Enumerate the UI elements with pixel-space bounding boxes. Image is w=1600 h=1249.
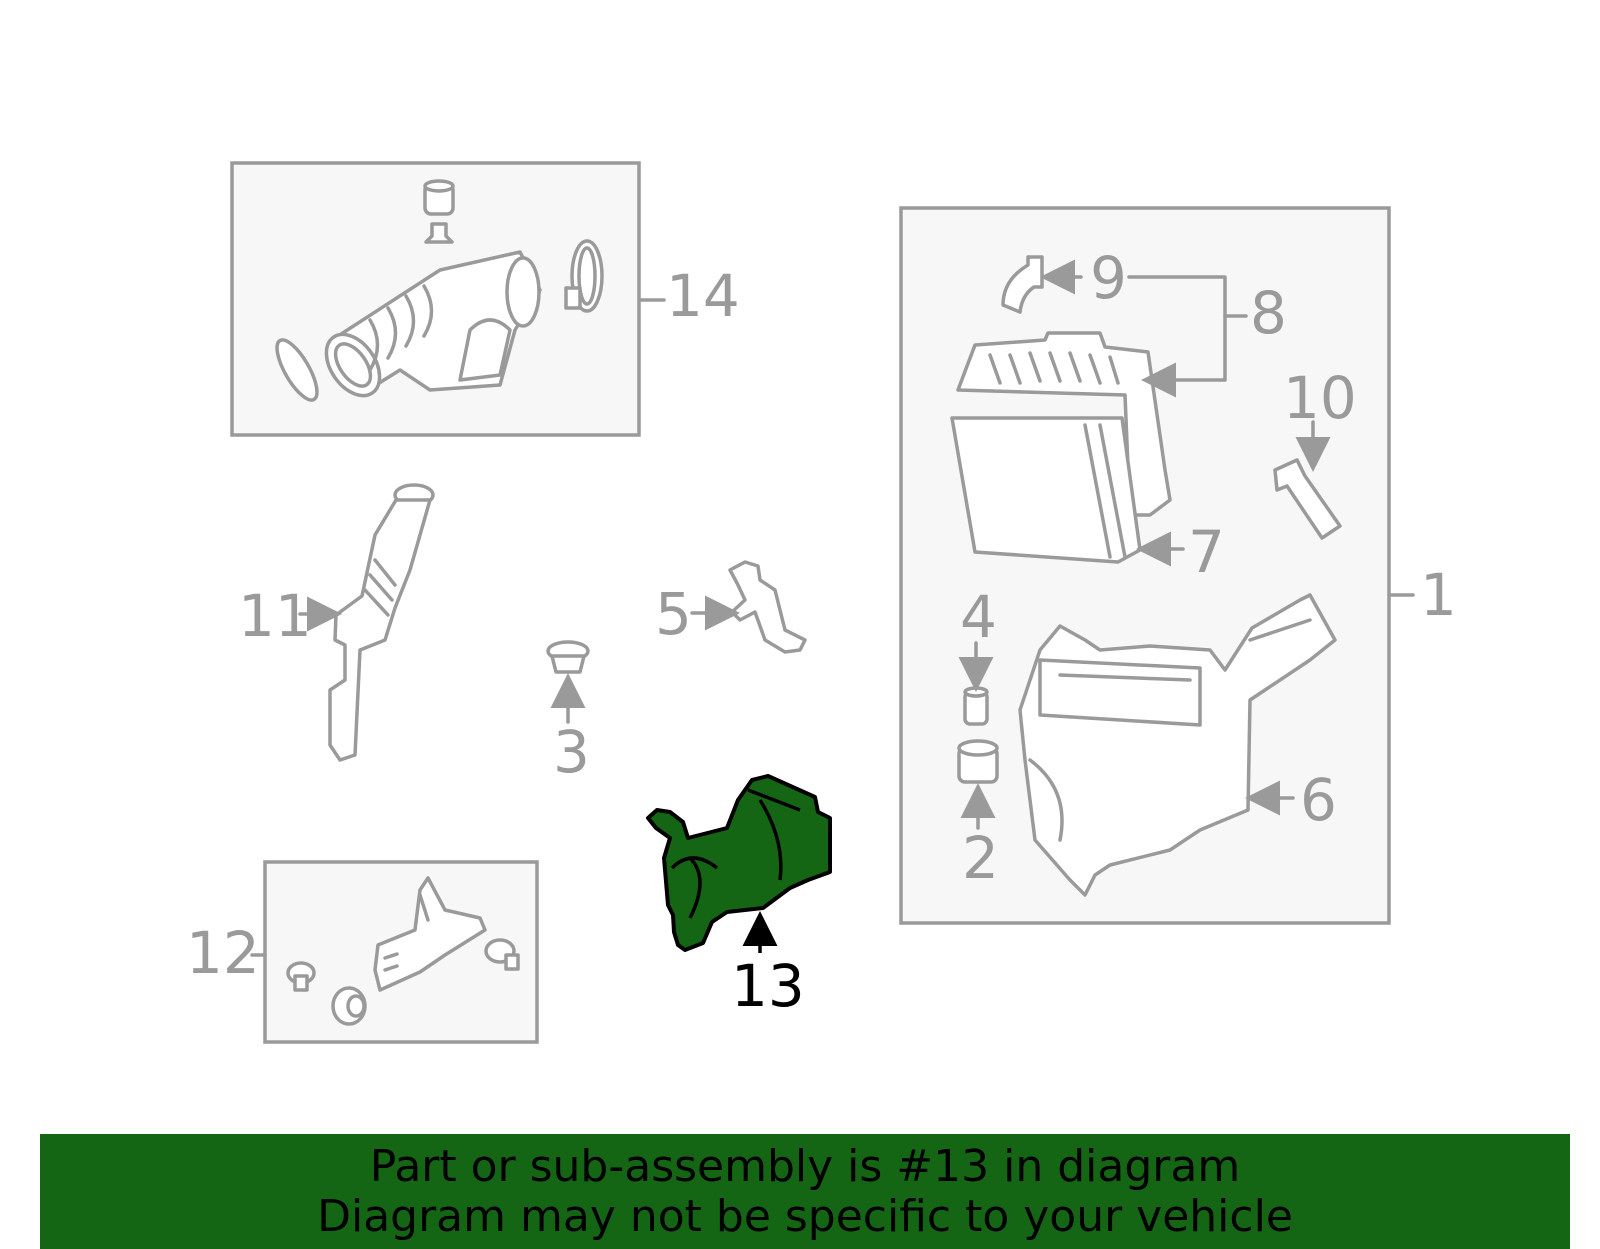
grommet-illustration xyxy=(546,640,590,674)
callout-8: 8 xyxy=(1250,279,1287,347)
callout-9: 9 xyxy=(1090,244,1127,312)
callout-10: 10 xyxy=(1283,364,1357,432)
callout-4: 4 xyxy=(960,583,997,651)
callout-1: 1 xyxy=(1420,561,1457,629)
callout-5: 5 xyxy=(655,580,692,648)
banner-line-2: Diagram may not be specific to your vehi… xyxy=(317,1190,1293,1242)
callout-2: 2 xyxy=(962,824,999,892)
bracket-kit-illustration xyxy=(286,876,520,1026)
callout-7: 7 xyxy=(1188,518,1225,586)
intake-hose-illustration xyxy=(275,179,604,402)
banner-line-1: Part or sub-assembly is #13 in diagram xyxy=(369,1140,1241,1192)
callout-3: 3 xyxy=(553,718,590,786)
callout-12: 12 xyxy=(186,919,260,987)
resonator-illustration xyxy=(328,483,435,762)
air-cleaner-illustration xyxy=(950,255,1342,897)
callout-6: 6 xyxy=(1300,766,1337,834)
callout-14: 14 xyxy=(666,262,740,330)
part-13-detail xyxy=(670,788,801,919)
bracket-illustration xyxy=(728,560,807,654)
callout-11: 11 xyxy=(238,582,312,650)
info-banner: Part or sub-assembly is #13 in diagram D… xyxy=(40,1134,1570,1249)
leader-8 xyxy=(1127,275,1227,398)
parts-diagram: 14 9 8 10 7 1 4 2 6 xyxy=(186,161,1457,1044)
callout-13: 13 xyxy=(731,952,805,1020)
